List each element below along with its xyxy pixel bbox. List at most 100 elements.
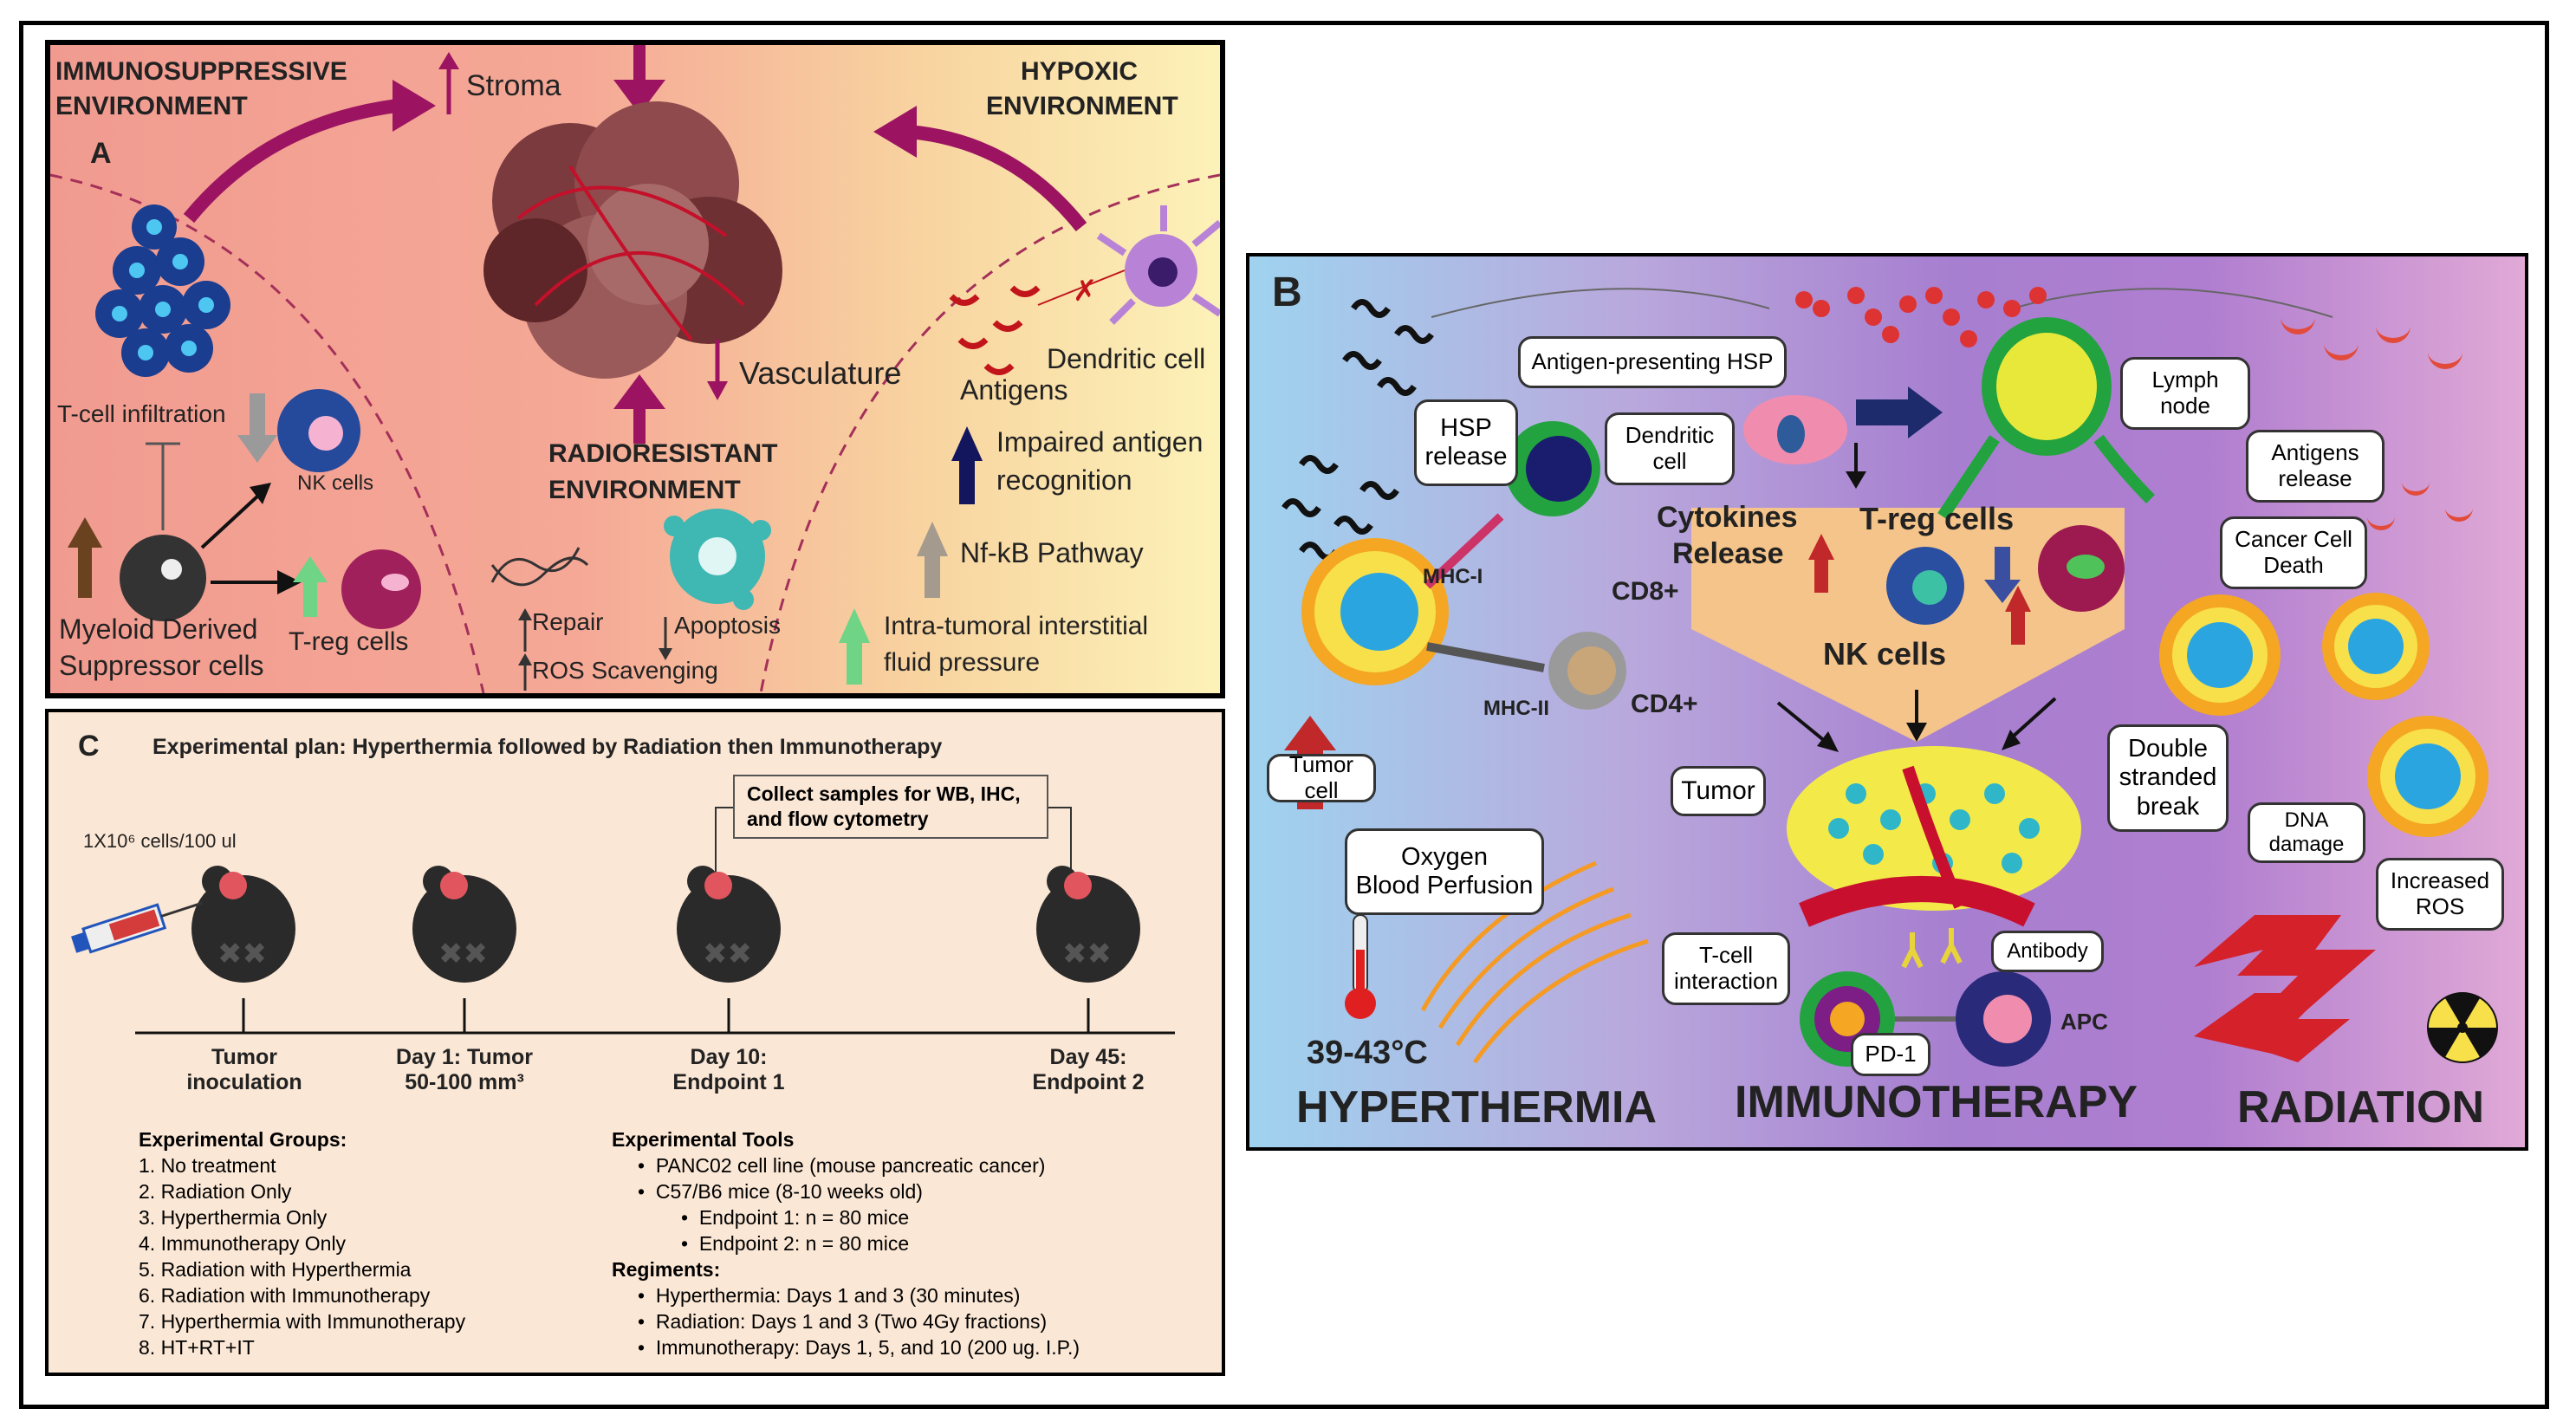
dna-damage-label-2: damage (2268, 833, 2345, 856)
mouse-graphics: ✖✖ ✖✖ ✖✖ ✖✖ (191, 866, 1140, 983)
immune-funnel-graphic (1691, 508, 2125, 742)
group-item: 4. Immunotherapy Only (139, 1232, 347, 1255)
antigen-hsp-box: Antigen-presenting HSP (1518, 336, 1787, 388)
timeline-1-line2: 50-100 mm³ (405, 1070, 524, 1094)
cancer-death-label-2: Death (2263, 552, 2324, 578)
tcell-interaction-label-2: interaction (1674, 968, 1778, 994)
svg-text:✖✖: ✖✖ (1062, 938, 1112, 970)
arrow-immuno-to-tumor (183, 99, 399, 224)
antigens-label: Antigens (960, 374, 1068, 406)
antigens-release-label-1: Antigens (2271, 439, 2359, 466)
group-item: 6. Radiation with Immunotherapy (139, 1284, 431, 1307)
panel-b-letter: B (1272, 269, 1302, 315)
svg-text:✖✖: ✖✖ (703, 938, 752, 970)
panel-c-letter: C (78, 730, 100, 763)
panel-a-letter: A (90, 137, 112, 170)
antibody-graphic (1901, 928, 1963, 969)
nk-cells-b-label: NK cells (1823, 636, 1947, 672)
radiation-symbol-graphic (2427, 992, 2498, 1063)
experimental-tools: Experimental Tools • PANC02 cell line (m… (612, 1126, 1080, 1360)
dendritic-cell-b-label-1: Dendritic (1625, 422, 1715, 449)
lymph-node-graphic (1937, 317, 2155, 520)
nk-cell-b-graphic (1886, 547, 1964, 625)
panel-c: ✖✖ ✖✖ ✖✖ ✖✖ C Experimental plan: Hyperth… (45, 709, 1225, 1376)
nfkb-label: Nf-kB Pathway (960, 537, 1144, 568)
radiation-label: RADIATION (2237, 1082, 2485, 1133)
tumor-cell-label: Tumor cell (1288, 751, 1354, 803)
panel-b-graphics (1282, 287, 2498, 1067)
group-item: 1. No treatment (139, 1154, 276, 1177)
regiment-item: • Immunotherapy: Days 1, 5, and 10 (200 … (638, 1336, 1080, 1359)
ros-scavenging-label: ROS Scavenging (532, 657, 718, 684)
radioresistant-label-2: ENVIRONMENT (548, 476, 741, 504)
tumor-mass-b-graphic (1787, 746, 2081, 927)
tools-title: Experimental Tools (612, 1128, 795, 1151)
antigen-hsp-label: Antigen-presenting HSP (1531, 348, 1774, 375)
antibody-label: Antibody (2007, 939, 2088, 964)
cd4-label: CD4+ (1631, 690, 1698, 718)
panel-c-graphics: ✖✖ ✖✖ ✖✖ ✖✖ (71, 807, 1175, 1035)
tool-item: • PANC02 cell line (mouse pancreatic can… (638, 1154, 1046, 1177)
increased-ros-label-2: ROS (2415, 893, 2465, 919)
regiment-item-text: Immunotherapy: Days 1, 5, and 10 (200 ug… (655, 1336, 1080, 1359)
pd1-label: PD-1 (1865, 1041, 1917, 1068)
experimental-plan-title: Experimental plan: Hyperthermia followed… (152, 735, 943, 759)
tumor-mass-graphic (483, 101, 782, 379)
timeline-2-line1: Day 10: (690, 1045, 768, 1069)
cd8-cell-graphic (1505, 421, 1600, 516)
panel-a: ✗ IMMUNOSUPPRESSIVE ENVIRONMENT HYPOXIC … (45, 40, 1225, 698)
svg-text:✖✖: ✖✖ (217, 938, 267, 970)
timeline-1-line1: Day 1: Tumor (396, 1045, 533, 1069)
antigens-graphic (949, 285, 1041, 375)
impaired-recognition-label-1: Impaired antigen (996, 426, 1204, 458)
cd8-label: CD8+ (1612, 577, 1679, 606)
group-item: 8. HT+RT+IT (139, 1336, 255, 1359)
dna-damage-label-1: DNA (2284, 808, 2329, 833)
t-cell-cluster-graphic (95, 204, 230, 377)
radiation-cells-graphic (2159, 593, 2488, 837)
svg-text:✗: ✗ (1073, 275, 1098, 308)
group-item: 5. Radiation with Hyperthermia (139, 1258, 412, 1281)
dna-helix-graphic (490, 547, 589, 587)
tool-item-text: PANC02 cell line (mouse pancreatic cance… (655, 1154, 1046, 1177)
radiation-zigzags-graphic (2194, 915, 2376, 1062)
immunosuppressive-label-2: ENVIRONMENT (55, 92, 248, 120)
cytokines-label-1: Cytokines (1657, 501, 1798, 534)
tumor-cell-box: Tumor cell (1267, 751, 1376, 803)
mdsc-cell-graphic (120, 535, 206, 621)
endpoint-item-text: Endpoint 2: n = 80 mice (698, 1232, 910, 1255)
hypoxic-label-1: HYPOXIC (1021, 57, 1139, 86)
arrow-hypoxic-to-tumor (907, 125, 1087, 231)
antibody-box: Antibody (1991, 931, 2104, 972)
repair-label: Repair (532, 608, 604, 635)
dendritic-cell-pink-graphic (1743, 395, 1847, 464)
hsp-release-label-1: HSP (1440, 413, 1492, 442)
endpoint-item: • Endpoint 2: n = 80 mice (681, 1232, 910, 1255)
radioresistant-label-1: RADIORESISTANT (548, 439, 778, 468)
panel-a-graphics: ✗ (50, 45, 1220, 693)
tumor-cell-left-graphic (1301, 538, 1449, 685)
apc-label: APC (2060, 1009, 2108, 1035)
collect-samples-box: Collect samples for WB, IHC, and flow cy… (733, 775, 1048, 839)
double-strand-label-3: break (2136, 792, 2200, 821)
treg-cells-label: T-reg cells (289, 627, 409, 656)
dashed-boundary-right (759, 173, 1220, 693)
regiment-item-text: Radiation: Days 1 and 3 (Two 4Gy fractio… (655, 1310, 1048, 1333)
immunosuppressive-label-1: IMMUNOSUPPRESSIVE (55, 57, 347, 86)
antigens-release-label-2: release (2278, 465, 2352, 491)
group-item: 2. Radiation Only (139, 1180, 292, 1203)
svg-text:✖✖: ✖✖ (438, 938, 488, 970)
double-strand-label-1: Double (2128, 734, 2208, 763)
antigen-crescents-graphic (2281, 317, 2473, 530)
arrow-radio-to-tumor (613, 374, 665, 409)
